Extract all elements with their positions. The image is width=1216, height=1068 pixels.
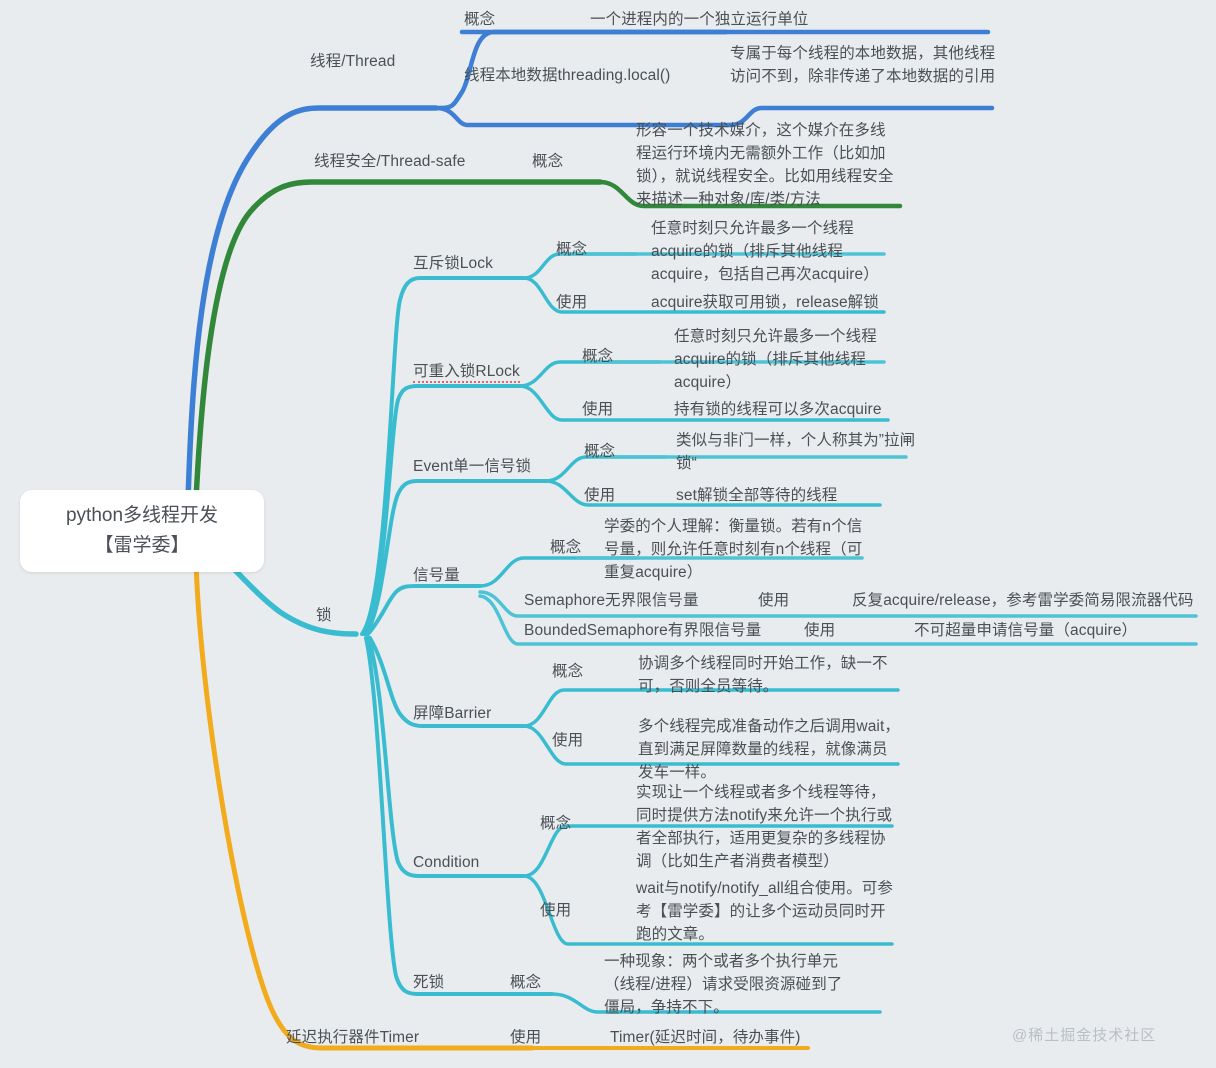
- node-deadlock-concept-label[interactable]: 概念: [510, 974, 542, 991]
- node-thread[interactable]: 线程/Thread: [310, 53, 396, 70]
- node-deadlock[interactable]: 死锁: [413, 974, 445, 991]
- node-mutex-lock[interactable]: 互斥锁Lock: [413, 255, 493, 272]
- root-title-line2: 【雷学委】: [94, 535, 190, 556]
- node-event-usage-label[interactable]: 使用: [584, 487, 616, 504]
- node-rlock-usage-label[interactable]: 使用: [582, 401, 614, 418]
- root-node[interactable]: python多线程开发 【雷学委】: [20, 490, 264, 572]
- node-timer[interactable]: 延迟执行器件Timer: [286, 1029, 420, 1046]
- node-thread-local-detail[interactable]: 专属于每个线程的本地数据，其他线程访问不到，除非传递了本地数据的引用: [730, 45, 996, 85]
- node-mutex-lock-usage-detail[interactable]: acquire获取可用锁，release解锁: [651, 294, 879, 311]
- node-thread-concept-label[interactable]: 概念: [464, 11, 496, 28]
- node-rlock-usage-detail[interactable]: 持有锁的线程可以多次acquire: [674, 401, 882, 418]
- node-semaphore-unbounded-sublabel[interactable]: 使用: [758, 592, 790, 609]
- node-semaphore-group[interactable]: 信号量: [413, 567, 460, 584]
- node-barrier-usage-label[interactable]: 使用: [552, 732, 584, 749]
- node-condition-concept-detail[interactable]: 实现让一个线程或者多个线程等待，同时提供方法notify来允许一个执行或者全部执…: [636, 784, 893, 870]
- node-rlock-concept-detail[interactable]: 任意时刻只允许最多一个线程acquire的锁（排斥其他线程acquire）: [674, 328, 877, 391]
- node-condition-concept-label[interactable]: 概念: [540, 815, 572, 832]
- node-timer-usage-detail[interactable]: Timer(延迟时间，待办事件): [610, 1029, 801, 1046]
- node-event-usage-detail[interactable]: set解锁全部等待的线程: [676, 487, 838, 504]
- node-thread-local-label[interactable]: 线程本地数据threading.local(): [464, 67, 671, 84]
- node-condition-usage-label[interactable]: 使用: [540, 902, 572, 919]
- node-timer-usage-label[interactable]: 使用: [510, 1029, 542, 1046]
- node-barrier[interactable]: 屏障Barrier: [413, 705, 492, 722]
- node-rlock[interactable]: 可重入锁RLock: [413, 360, 520, 383]
- node-thread-safe[interactable]: 线程安全/Thread-safe: [314, 153, 466, 170]
- node-thread-safe-concept-detail[interactable]: 形容一个技术媒介，这个媒介在多线程运行环境内无需额外工作（比如加锁），就说线程安…: [636, 122, 894, 208]
- root-title-line1: python多线程开发: [65, 505, 219, 526]
- node-condition-usage-detail[interactable]: wait与notify/notify_all组合使用。可参考【雷学委】的让多个运…: [636, 880, 893, 943]
- node-barrier-concept-detail[interactable]: 协调多个线程同时开始工作，缺一不可，否则全员等待。: [638, 655, 888, 695]
- watermark: @稀土掘金技术社区: [1012, 1027, 1157, 1044]
- node-mutex-lock-usage-label[interactable]: 使用: [556, 294, 588, 311]
- node-barrier-usage-detail[interactable]: 多个线程完成准备动作之后调用wait，直到满足屏障数量的线程，就像满员发车一样。: [638, 718, 900, 781]
- node-condition[interactable]: Condition: [413, 854, 480, 871]
- node-lock[interactable]: 锁: [316, 607, 332, 624]
- node-semaphore-concept-detail[interactable]: 学委的个人理解：衡量锁。若有n个信号量，则允许任意时刻有n个线程（可重复acqu…: [604, 518, 863, 581]
- node-semaphore-bounded-detail[interactable]: 不可超量申请信号量（acquire）: [914, 622, 1138, 639]
- node-semaphore-concept-label[interactable]: 概念: [550, 539, 582, 556]
- node-semaphore-bounded-label[interactable]: BoundedSemaphore有界限信号量: [524, 622, 762, 639]
- node-barrier-concept-label[interactable]: 概念: [552, 663, 584, 680]
- node-event[interactable]: Event单一信号锁: [413, 458, 532, 475]
- node-rlock-concept-label[interactable]: 概念: [582, 348, 614, 365]
- node-event-concept-detail[interactable]: 类似与非门一样，个人称其为”拉闸锁“: [676, 432, 916, 472]
- node-thread-concept-detail[interactable]: 一个进程内的一个独立运行单位: [590, 11, 809, 28]
- node-semaphore-unbounded-detail[interactable]: 反复acquire/release，参考雷学委简易限流器代码: [852, 592, 1194, 609]
- node-thread-safe-concept-label[interactable]: 概念: [532, 153, 564, 170]
- node-rlock-label: 可重入锁RLock: [413, 363, 520, 383]
- node-semaphore-bounded-sublabel[interactable]: 使用: [804, 622, 836, 639]
- node-mutex-lock-concept-detail[interactable]: 任意时刻只允许最多一个线程acquire的锁（排斥其他线程acquire，包括自…: [651, 220, 879, 283]
- node-deadlock-concept-detail[interactable]: 一种现象：两个或者多个执行单元（线程/进程）请求受限资源碰到了僵局，争持不下。: [604, 953, 843, 1016]
- node-event-concept-label[interactable]: 概念: [584, 443, 616, 460]
- node-mutex-lock-concept-label[interactable]: 概念: [556, 241, 588, 258]
- node-semaphore-unbounded-label[interactable]: Semaphore无界限信号量: [524, 592, 699, 609]
